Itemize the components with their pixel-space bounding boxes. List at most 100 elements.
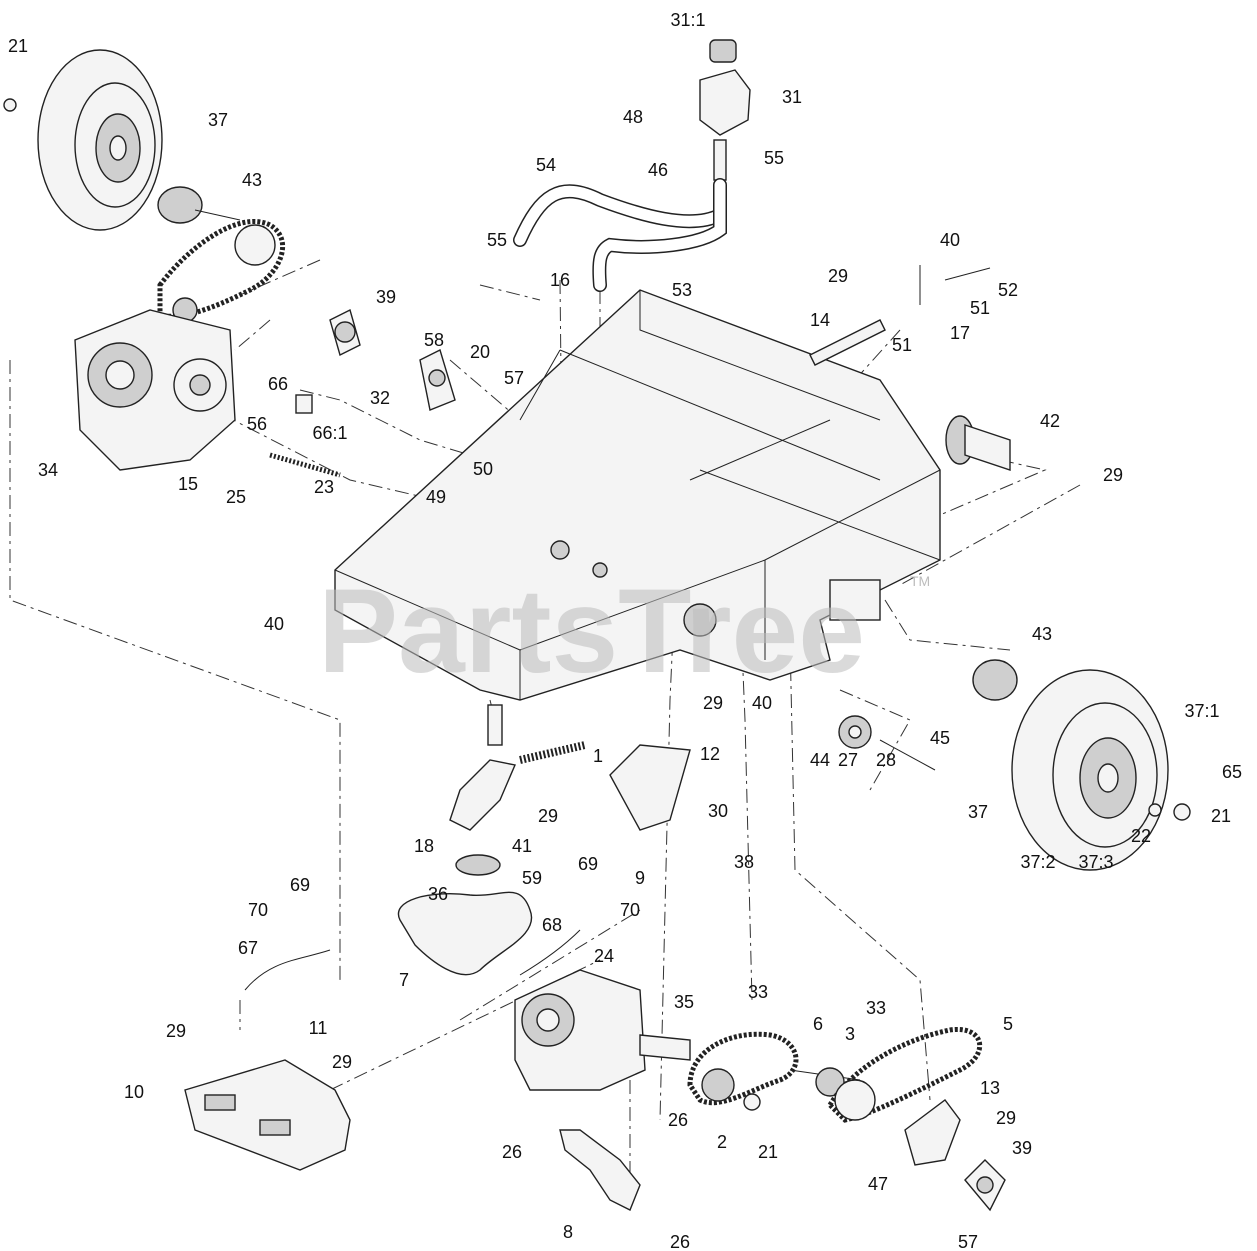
callout-31: 31 — [782, 87, 802, 107]
left-transmission — [74, 309, 236, 471]
callout-70: 70 — [248, 900, 268, 920]
callout-37-3: 37:3 — [1078, 852, 1113, 872]
callout-33: 33 — [866, 998, 886, 1018]
callout-2: 2 — [717, 1132, 727, 1152]
callout-26: 26 — [502, 1142, 522, 1162]
callout-38: 38 — [734, 852, 754, 872]
callout-26: 26 — [670, 1232, 690, 1251]
callout-36: 36 — [428, 884, 448, 904]
callout-17: 17 — [950, 323, 970, 343]
idler-pulley-36 — [455, 854, 501, 876]
callout-20: 20 — [470, 342, 490, 362]
bolt-52 — [944, 267, 991, 281]
left-wheel — [37, 49, 163, 231]
callout-67: 67 — [238, 938, 258, 958]
hose-54 — [513, 184, 727, 247]
callout-7: 7 — [399, 970, 409, 990]
axle-hub-42 — [945, 415, 1011, 471]
callout-15: 15 — [178, 474, 198, 494]
callout-31-1: 31:1 — [670, 10, 705, 30]
callout-21: 21 — [758, 1142, 778, 1162]
callout-3: 3 — [845, 1024, 855, 1044]
callout-42: 42 — [1040, 411, 1060, 431]
lock-nut-21 — [743, 1093, 761, 1111]
callout-45: 45 — [930, 728, 950, 748]
idler-arm-18 — [449, 704, 516, 831]
callout-25: 25 — [226, 487, 246, 507]
callout-37: 37 — [208, 110, 228, 130]
callout-46: 46 — [648, 160, 668, 180]
callout-23: 23 — [314, 477, 334, 497]
callout-28: 28 — [876, 750, 896, 770]
callout-29: 29 — [1103, 465, 1123, 485]
callout-14: 14 — [810, 310, 830, 330]
guard-8 — [559, 1129, 641, 1211]
callout-8: 8 — [563, 1222, 573, 1242]
callout-66: 66 — [268, 374, 288, 394]
hose-53 — [592, 178, 727, 292]
callout-37: 37 — [968, 802, 988, 822]
callout-58: 58 — [424, 330, 444, 350]
callout-29: 29 — [703, 693, 723, 713]
callout-40: 40 — [940, 230, 960, 250]
callout-35: 35 — [674, 992, 694, 1012]
frame-assembly — [334, 289, 941, 701]
callout-57: 57 — [958, 1232, 978, 1251]
lug-nut — [3, 98, 17, 112]
callout-68: 68 — [542, 915, 562, 935]
callout-34: 34 — [38, 460, 58, 480]
lug-nut-right — [1173, 803, 1191, 821]
callout-43: 43 — [1032, 624, 1052, 644]
left-wheel-hub — [157, 186, 241, 224]
callout-55: 55 — [764, 148, 784, 168]
control-rod-68 — [519, 929, 581, 976]
callout-54: 54 — [536, 155, 556, 175]
bracket-20 — [419, 349, 456, 411]
callout-13: 13 — [980, 1078, 1000, 1098]
callout-24: 24 — [594, 946, 614, 966]
callout-37-2: 37:2 — [1020, 852, 1055, 872]
watermark: PartsTree — [318, 564, 865, 698]
callout-44: 44 — [810, 750, 830, 770]
callout-66-1: 66:1 — [312, 423, 347, 443]
callout-37-1: 37:1 — [1184, 701, 1219, 721]
callout-39: 39 — [376, 287, 396, 307]
bearing-flange-39 — [329, 308, 361, 357]
mount-plate-13 — [904, 1099, 961, 1166]
callout-21: 21 — [1211, 806, 1231, 826]
callout-9: 9 — [635, 868, 645, 888]
callout-43: 43 — [242, 170, 262, 190]
fitting-66 — [295, 394, 313, 414]
flange-bearing-39 — [964, 1159, 1006, 1212]
callout-30: 30 — [708, 801, 728, 821]
right-wheel — [1011, 669, 1169, 871]
callout-5: 5 — [1003, 1014, 1013, 1034]
spring-23 — [269, 452, 341, 478]
callout-51: 51 — [892, 335, 912, 355]
callout-22: 22 — [1131, 826, 1151, 846]
callout-40: 40 — [752, 693, 772, 713]
right-drive-chain-6 — [687, 1031, 799, 1106]
callout-27: 27 — [838, 750, 858, 770]
callout-21: 21 — [8, 36, 28, 56]
callout-29: 29 — [538, 806, 558, 826]
callout-labels: 21374331:1314846555455531640522951145117… — [8, 10, 1242, 1251]
callout-53: 53 — [672, 280, 692, 300]
callout-70: 70 — [620, 900, 640, 920]
callout-50: 50 — [473, 459, 493, 479]
callout-49: 49 — [426, 487, 446, 507]
callout-29: 29 — [166, 1021, 186, 1041]
callout-48: 48 — [623, 107, 643, 127]
callout-32: 32 — [370, 388, 390, 408]
callout-56: 56 — [247, 414, 267, 434]
pump-bracket-9 — [609, 744, 691, 831]
callout-12: 12 — [700, 744, 720, 764]
callout-65: 65 — [1222, 762, 1242, 782]
watermark-trademark: TM — [910, 573, 930, 589]
spring-1 — [519, 741, 586, 764]
jackshaft-3 — [789, 1067, 861, 1097]
right-transmission — [514, 969, 691, 1091]
drive-belt-7 — [397, 891, 533, 976]
